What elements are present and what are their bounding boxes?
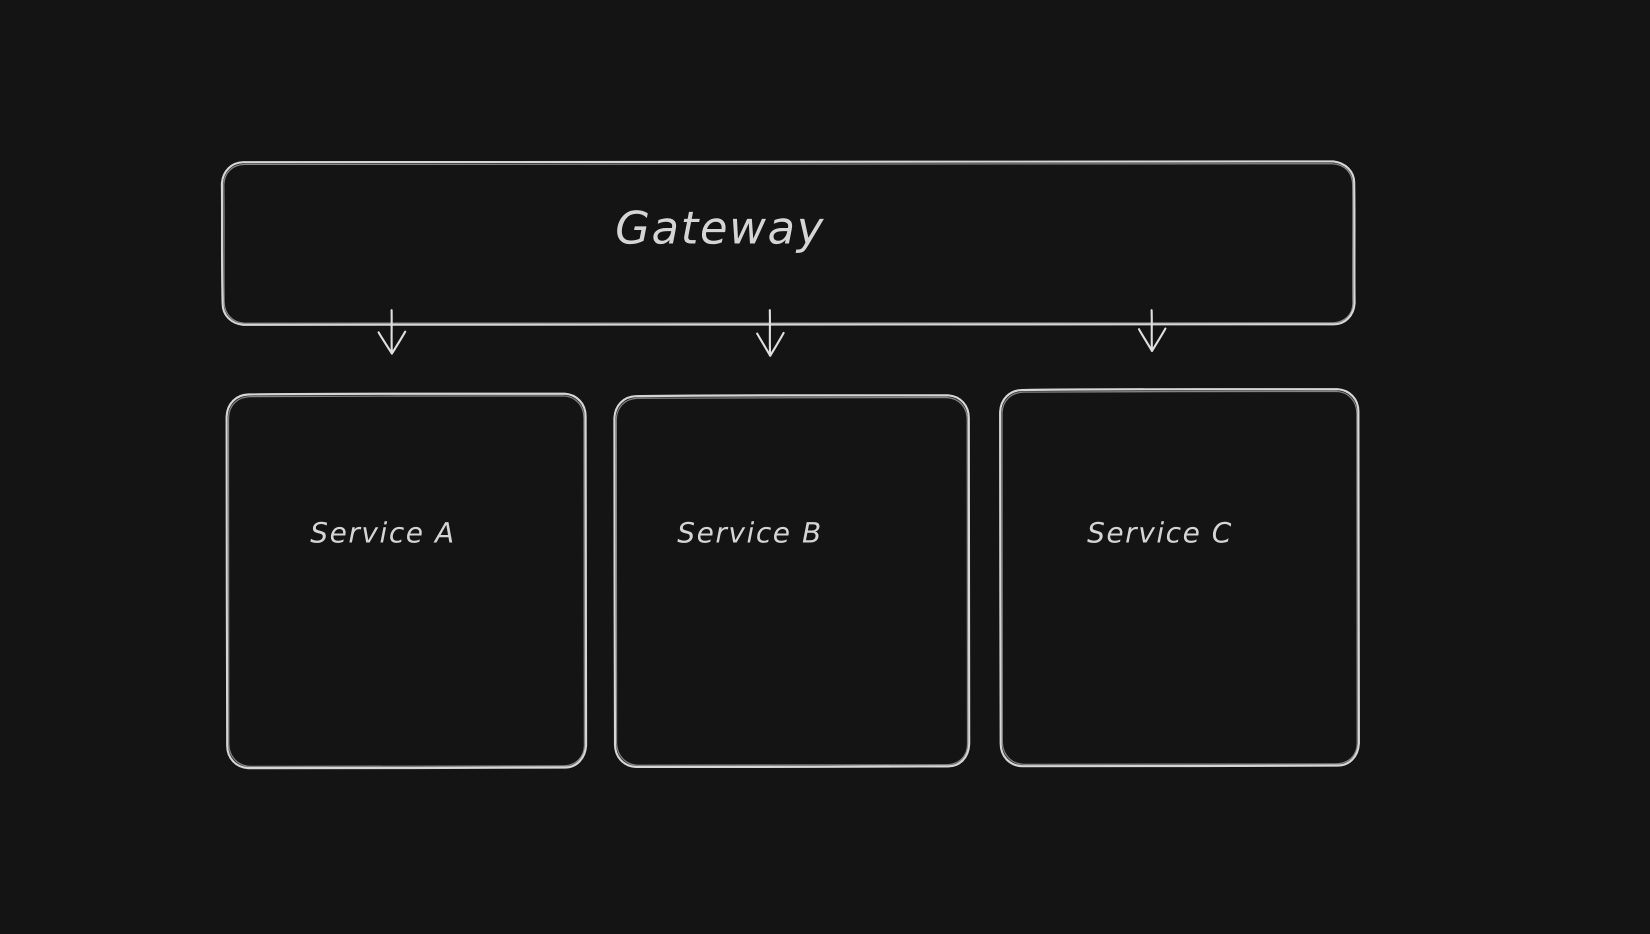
node-service-a[interactable] [225,392,588,770]
gateway-box-outline-stroke-2 [223,163,1354,324]
service-a-box-outline-stroke-1 [225,392,588,770]
edge-c-arrowhead [1137,327,1167,353]
service-c-box-outline-stroke-2 [1001,390,1358,766]
node-label-service-b: Service B [677,516,823,550]
service-c-box-outline-stroke-1 [999,388,1360,768]
edge-gateway-to-service-a[interactable] [377,309,407,355]
edge-gateway-to-service-c[interactable] [1137,309,1167,353]
node-label-gateway: Gateway [615,201,825,255]
node-label-service-c: Service C [1087,516,1233,550]
node-label-service-a: Service A [310,516,456,550]
edge-b-arrowhead [756,331,785,357]
node-gateway[interactable] [220,160,1356,326]
service-b-box-outline-stroke-1 [613,394,971,769]
service-b-box-outline-stroke-2 [615,396,969,766]
node-service-c[interactable] [999,388,1360,768]
gateway-box-outline-stroke-1 [220,160,1356,326]
node-service-b[interactable] [613,394,971,769]
service-a-box-outline-stroke-2 [227,395,586,768]
edge-a-arrowhead [377,330,407,355]
edge-gateway-to-service-b[interactable] [756,309,785,357]
